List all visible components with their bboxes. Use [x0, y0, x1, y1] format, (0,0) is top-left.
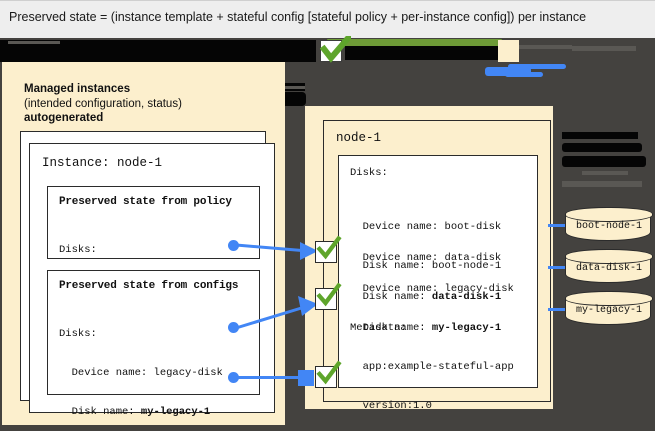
metadata-title: Metadata: [350, 322, 407, 334]
green-highlight-bar [327, 39, 502, 46]
actual-instance-panel: node-1 Disks: Device name: boot-disk Dis… [305, 106, 553, 412]
node-card: node-1 Disks: Device name: boot-disk Dis… [323, 120, 551, 412]
green-check-icon-data-disk [316, 236, 342, 260]
node-header: node-1 [336, 131, 382, 145]
redaction-block-top [0, 40, 316, 62]
redaction-line-top-right2 [516, 45, 572, 49]
blue-scribble-1 [485, 67, 531, 76]
disk-cylinder-boot: boot-node-1 [564, 206, 653, 241]
redaction-right-1 [562, 132, 638, 139]
panel-title-line1: Managed instances [24, 83, 131, 95]
redaction-right-5 [562, 181, 642, 187]
preserved-state-configs-heading: Preserved state from configs [59, 280, 239, 292]
configs-line-2: Disk name: my-legacy-1 [59, 406, 211, 418]
caption-bar: Preserved state = (instance template + s… [0, 0, 655, 38]
preserved-state-configs-card: Preserved state from configs Disks: Devi… [47, 270, 260, 418]
preserved-state-policy-heading: Preserved state from policy [59, 196, 232, 208]
disk-link-legacy [548, 308, 572, 311]
connector-square-metadata [298, 370, 314, 386]
disks-detail-card: Disks: Device name: boot-disk Disk name:… [338, 155, 538, 412]
disk-link-boot [548, 224, 572, 227]
disk-group-data: Device name: data-disk Disk name: data-d… [350, 226, 502, 330]
legacy-disk-line: Disk name: my-legacy-1 [350, 322, 502, 334]
data-disk-line: Disk name: data-disk-1 [350, 291, 502, 303]
connector-dot-legacy-disk [228, 322, 239, 333]
disk-cylinder-data-label: data-disk-1 [575, 263, 642, 274]
caption-text: Preserved state = (instance template + s… [9, 10, 587, 24]
blue-scribble-2 [508, 64, 566, 69]
connector-dot-metadata [228, 372, 239, 383]
connector-line-metadata [238, 376, 300, 379]
policy-line-0: Disks: [59, 244, 97, 256]
legacy-device-line: Device name: legacy-disk [350, 283, 514, 295]
redaction-right-3 [562, 156, 646, 167]
green-check-icon-legacy-disk [316, 283, 342, 307]
connector-arrow-legacy-disk [235, 296, 318, 330]
green-check-box-top [320, 40, 342, 62]
instance-header: Instance: node-1 [42, 156, 163, 170]
disk-cylinder-legacy-label: my-legacy-1 [575, 305, 642, 316]
disk-cylinder-legacy: my-legacy-1 [564, 290, 653, 325]
panel-title-line2: (intended configuration, status) [24, 97, 182, 110]
redaction-line-top-right3 [572, 46, 636, 51]
configs-line-0: Disks: [59, 328, 97, 340]
redaction-right-4 [582, 171, 628, 175]
disk-cylinder-data: data-disk-1 [564, 248, 653, 283]
metadata-line-0: app:example-stateful-app [350, 361, 514, 373]
panel-title-line3: autogenerated [24, 112, 104, 124]
disk-group-legacy: Device name: legacy-disk Disk name: my-l… [350, 257, 514, 361]
panel-title: Managed instances (intended configuratio… [24, 82, 274, 126]
metadata-line-1: version:1.0 [350, 400, 432, 412]
boot-device-line: Device name: boot-disk [350, 221, 502, 233]
data-device-line: Device name: data-disk [350, 252, 502, 264]
configs-line-1: Device name: legacy-disk [59, 367, 223, 379]
redaction-line-top-small [8, 41, 60, 44]
green-check-icon-metadata [316, 361, 342, 385]
boot-disk-line: Disk name: boot-node-1 [350, 260, 502, 272]
connector-arrow-data-disk [235, 242, 318, 260]
disks-title: Disks: [350, 167, 388, 179]
redaction-right-2 [562, 143, 642, 152]
preserved-state-configs-body: Disks: Device name: legacy-disk Disk nam… [59, 302, 223, 431]
cream-marker-box-top [498, 40, 519, 62]
disk-link-data [548, 266, 572, 269]
disk-cylinder-boot-label: boot-node-1 [575, 221, 642, 232]
redaction-block-top-right [345, 42, 511, 60]
disk-group-boot: Device name: boot-disk Disk name: boot-n… [350, 195, 502, 299]
metadata-block: Metadata: app:example-stateful-app versi… [350, 296, 514, 431]
blue-scribble-3 [505, 72, 543, 77]
instance-card-front: Instance: node-1 Preserved state from po… [29, 143, 275, 418]
connector-dot-data-disk [228, 240, 239, 251]
